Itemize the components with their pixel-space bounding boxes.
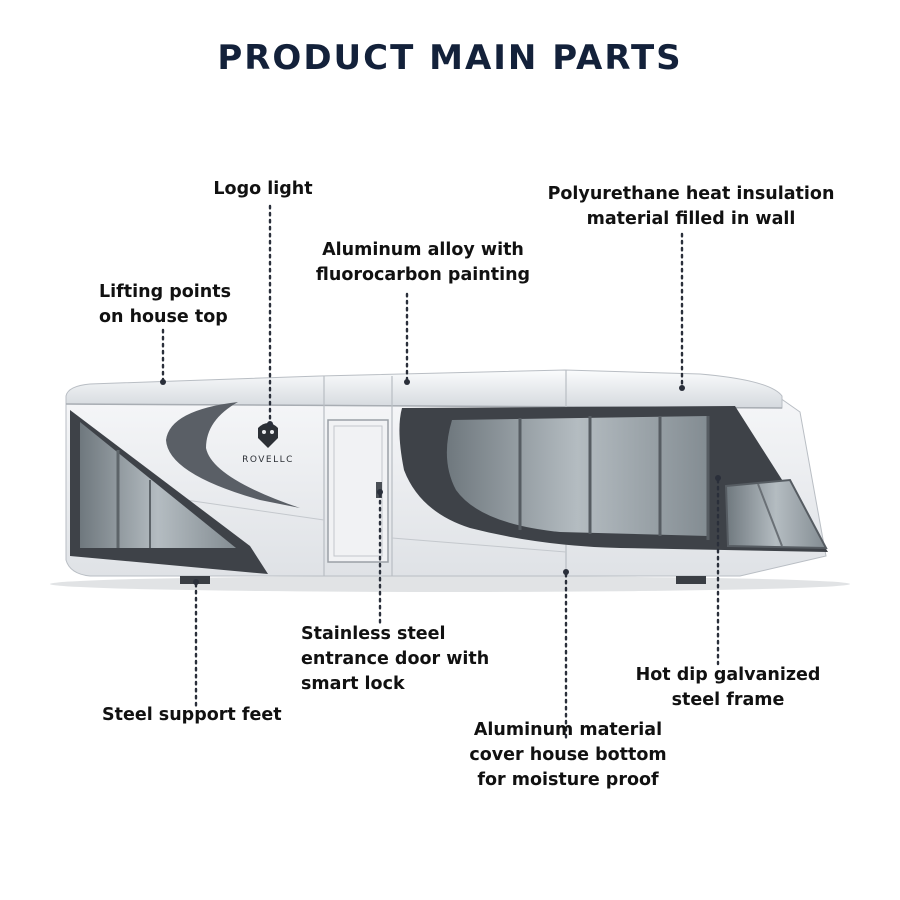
right-window-glass [446, 416, 708, 536]
logo-light-icon [258, 423, 278, 448]
label-logo-light: Logo light [213, 179, 313, 199]
house-roof [65, 369, 783, 409]
leader-lines [160, 204, 721, 740]
brand-logo-text: ROVELLC [242, 455, 294, 465]
label-bottom-cover: Aluminum material cover house bottom for… [469, 720, 667, 790]
label-aluminum-alloy: Aluminum alloy with fluorocarbon paintin… [315, 240, 531, 285]
label-entrance-door: Stainless steel entrance door with smart… [301, 624, 490, 694]
ground-shadow [50, 576, 850, 592]
label-support-feet: Steel support feet [102, 705, 282, 725]
support-foot [676, 576, 706, 584]
label-insulation: Polyurethane heat insulation material fi… [547, 184, 835, 229]
label-steel-frame: Hot dip galvanized steel frame [635, 665, 821, 710]
label-lifting-points: Lifting points on house top [99, 282, 231, 327]
balcony-glass [724, 478, 828, 550]
page-title: PRODUCT MAIN PARTS [217, 38, 683, 78]
swoosh-graphic [166, 402, 300, 508]
